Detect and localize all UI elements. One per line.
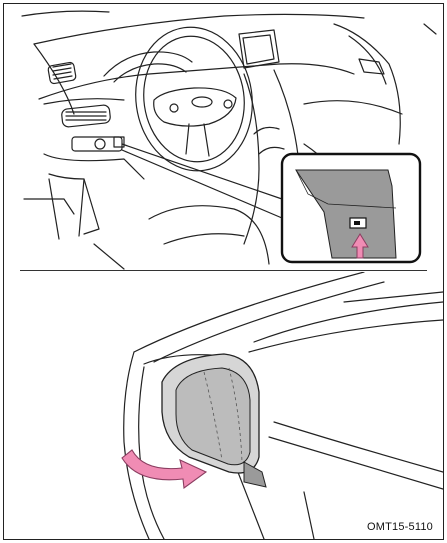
side-mirror	[162, 354, 266, 487]
figure-frame: OMT15-5110	[3, 3, 444, 540]
mirror-fold-illustration: OMT15-5110	[4, 272, 443, 539]
mirror-switch-inset	[282, 154, 420, 262]
panel-divider	[20, 270, 427, 271]
figure-code-label: OMT15-5110	[367, 521, 433, 533]
mirror-svg	[4, 272, 443, 539]
dashboard-illustration	[4, 4, 443, 270]
dashboard-svg	[4, 4, 443, 270]
